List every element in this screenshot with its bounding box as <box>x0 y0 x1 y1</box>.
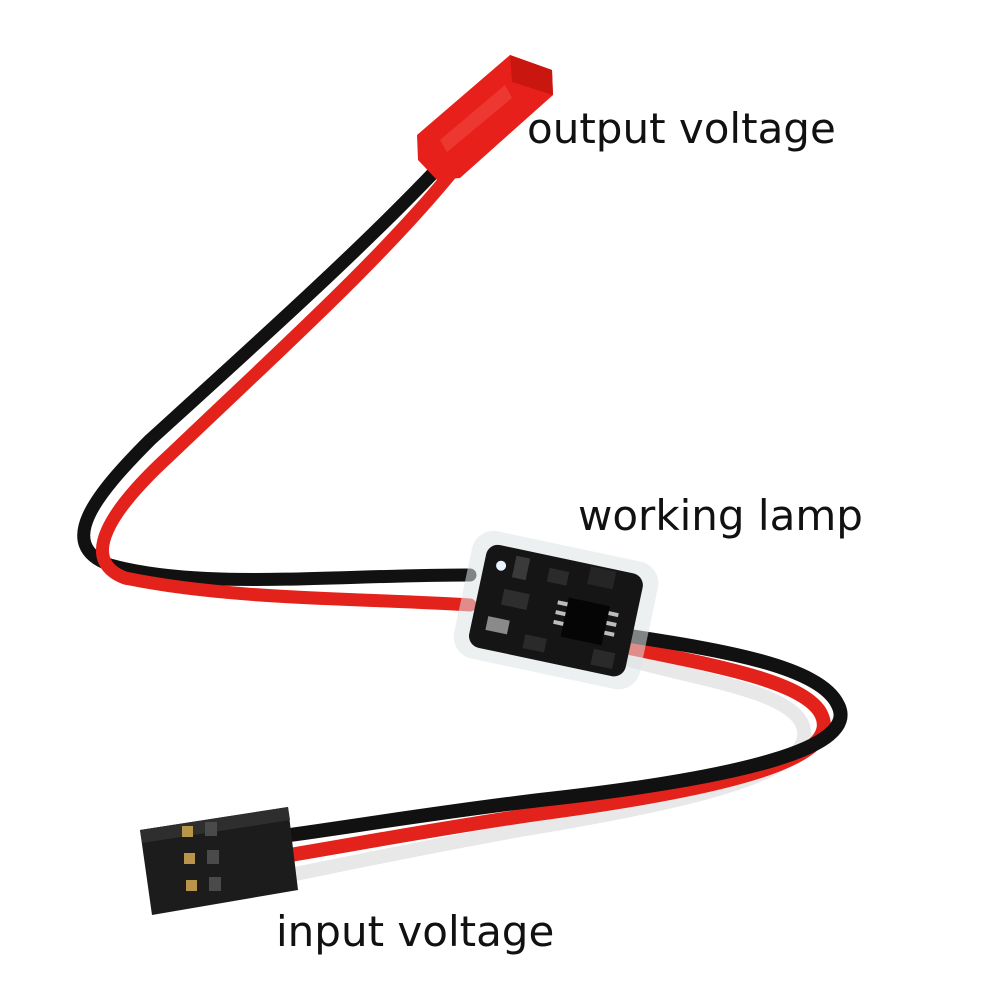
working-lamp-label: working lamp <box>578 491 863 540</box>
lower-black-wire <box>283 629 848 842</box>
regulator-module <box>453 530 659 690</box>
ic-chip <box>560 597 611 646</box>
output-voltage-label: output voltage <box>527 104 836 153</box>
input-voltage-label: input voltage <box>276 907 555 956</box>
input-connector <box>140 807 298 915</box>
upper-red-wire <box>96 165 477 612</box>
upper-black-wire <box>77 161 477 586</box>
lower-red-wire <box>283 641 831 862</box>
working-lamp-led <box>496 560 507 571</box>
upper-wire-pair <box>77 161 477 612</box>
lower-wire-bundle <box>283 629 848 882</box>
output-connector <box>417 55 553 180</box>
